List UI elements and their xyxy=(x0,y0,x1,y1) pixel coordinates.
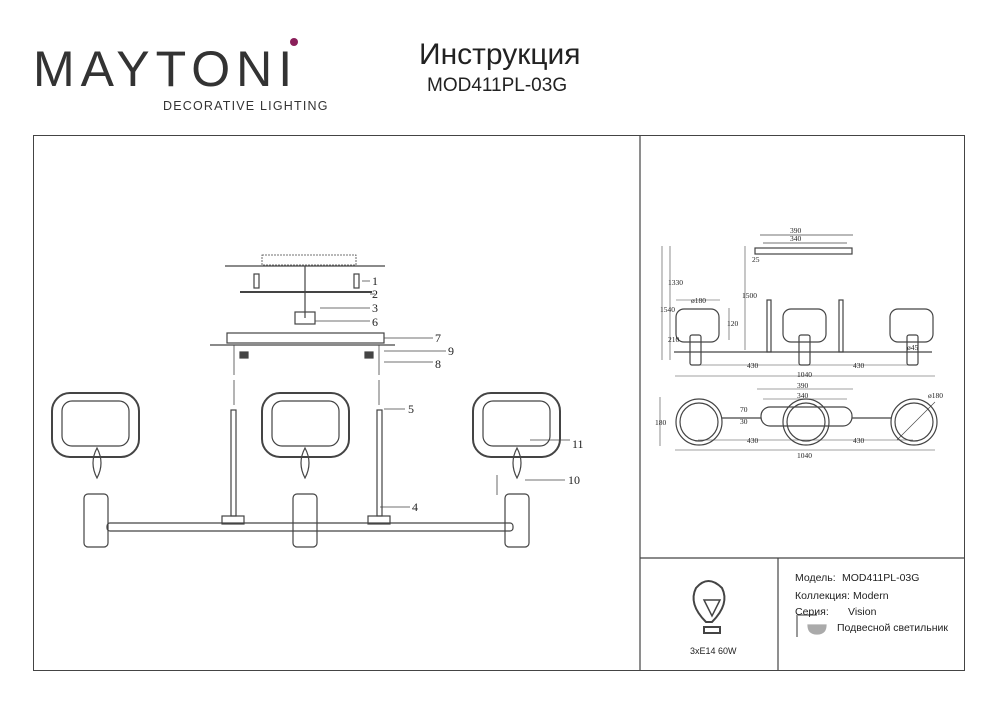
dim-rod: 1500 xyxy=(742,291,757,300)
brand-tagline: DECORATIVE LIGHTING xyxy=(163,99,329,113)
callout-7: 7 xyxy=(435,331,441,345)
dim-top-total-w: 1040 xyxy=(797,451,812,460)
logo-accent-dot xyxy=(290,38,298,46)
dim-top-small-b: 30 xyxy=(740,417,748,426)
dim-total-w: 1040 xyxy=(797,370,812,379)
lamp-type: Подвесной светильник xyxy=(837,622,948,634)
callout-5: 5 xyxy=(408,402,414,416)
callout-11: 11 xyxy=(572,437,584,451)
dim-top-depth: 180 xyxy=(655,418,667,427)
model-label: Модель: xyxy=(795,572,836,584)
dim-tube: ø45 xyxy=(907,343,919,352)
series-label: Серия: xyxy=(795,606,829,618)
dim-lamp-h: 210 xyxy=(668,335,680,344)
drawing-frame xyxy=(33,135,965,671)
callout-3: 3 xyxy=(372,301,378,315)
callout-6: 6 xyxy=(372,315,378,329)
dim-top-diameter: ø180 xyxy=(928,391,943,400)
dim-top-canopy-outer: 390 xyxy=(797,381,809,390)
dim-canopy-inner: 340 xyxy=(790,234,802,243)
dim-top-span-left: 430 xyxy=(747,436,759,445)
dim-drop: 1330 xyxy=(668,278,683,287)
callout-10: 10 xyxy=(568,473,580,487)
callout-9: 9 xyxy=(448,344,454,358)
callout-4: 4 xyxy=(412,500,418,514)
dim-top-canopy-inner: 340 xyxy=(797,391,809,400)
callout-1: 1 xyxy=(372,274,378,288)
dim-span-left: 430 xyxy=(747,361,759,370)
dim-shade-w: ø180 xyxy=(691,296,706,305)
bulb-spec: 3xE14 60W xyxy=(690,646,737,656)
dim-span-right: 430 xyxy=(853,361,865,370)
collection-value: Modern xyxy=(853,590,889,602)
callout-8: 8 xyxy=(435,357,441,371)
series-value: Vision xyxy=(848,606,877,618)
dim-canopy-h: 25 xyxy=(752,255,760,264)
dim-shade-h: 120 xyxy=(727,319,739,328)
brand-logo: MAYTONI xyxy=(33,41,299,97)
dim-top-span-right: 430 xyxy=(853,436,865,445)
model-value: MOD411PL-03G xyxy=(842,572,920,584)
collection-label: Коллекция: xyxy=(795,590,850,602)
model-number: MOD411PL-03G xyxy=(427,75,568,96)
dim-total-h: 1540 xyxy=(660,305,675,314)
dim-top-small-a: 70 xyxy=(740,405,748,414)
page-title: Инструкция xyxy=(419,38,581,71)
callout-2: 2 xyxy=(372,287,378,301)
dim-canopy-outer: 390 xyxy=(790,226,802,235)
